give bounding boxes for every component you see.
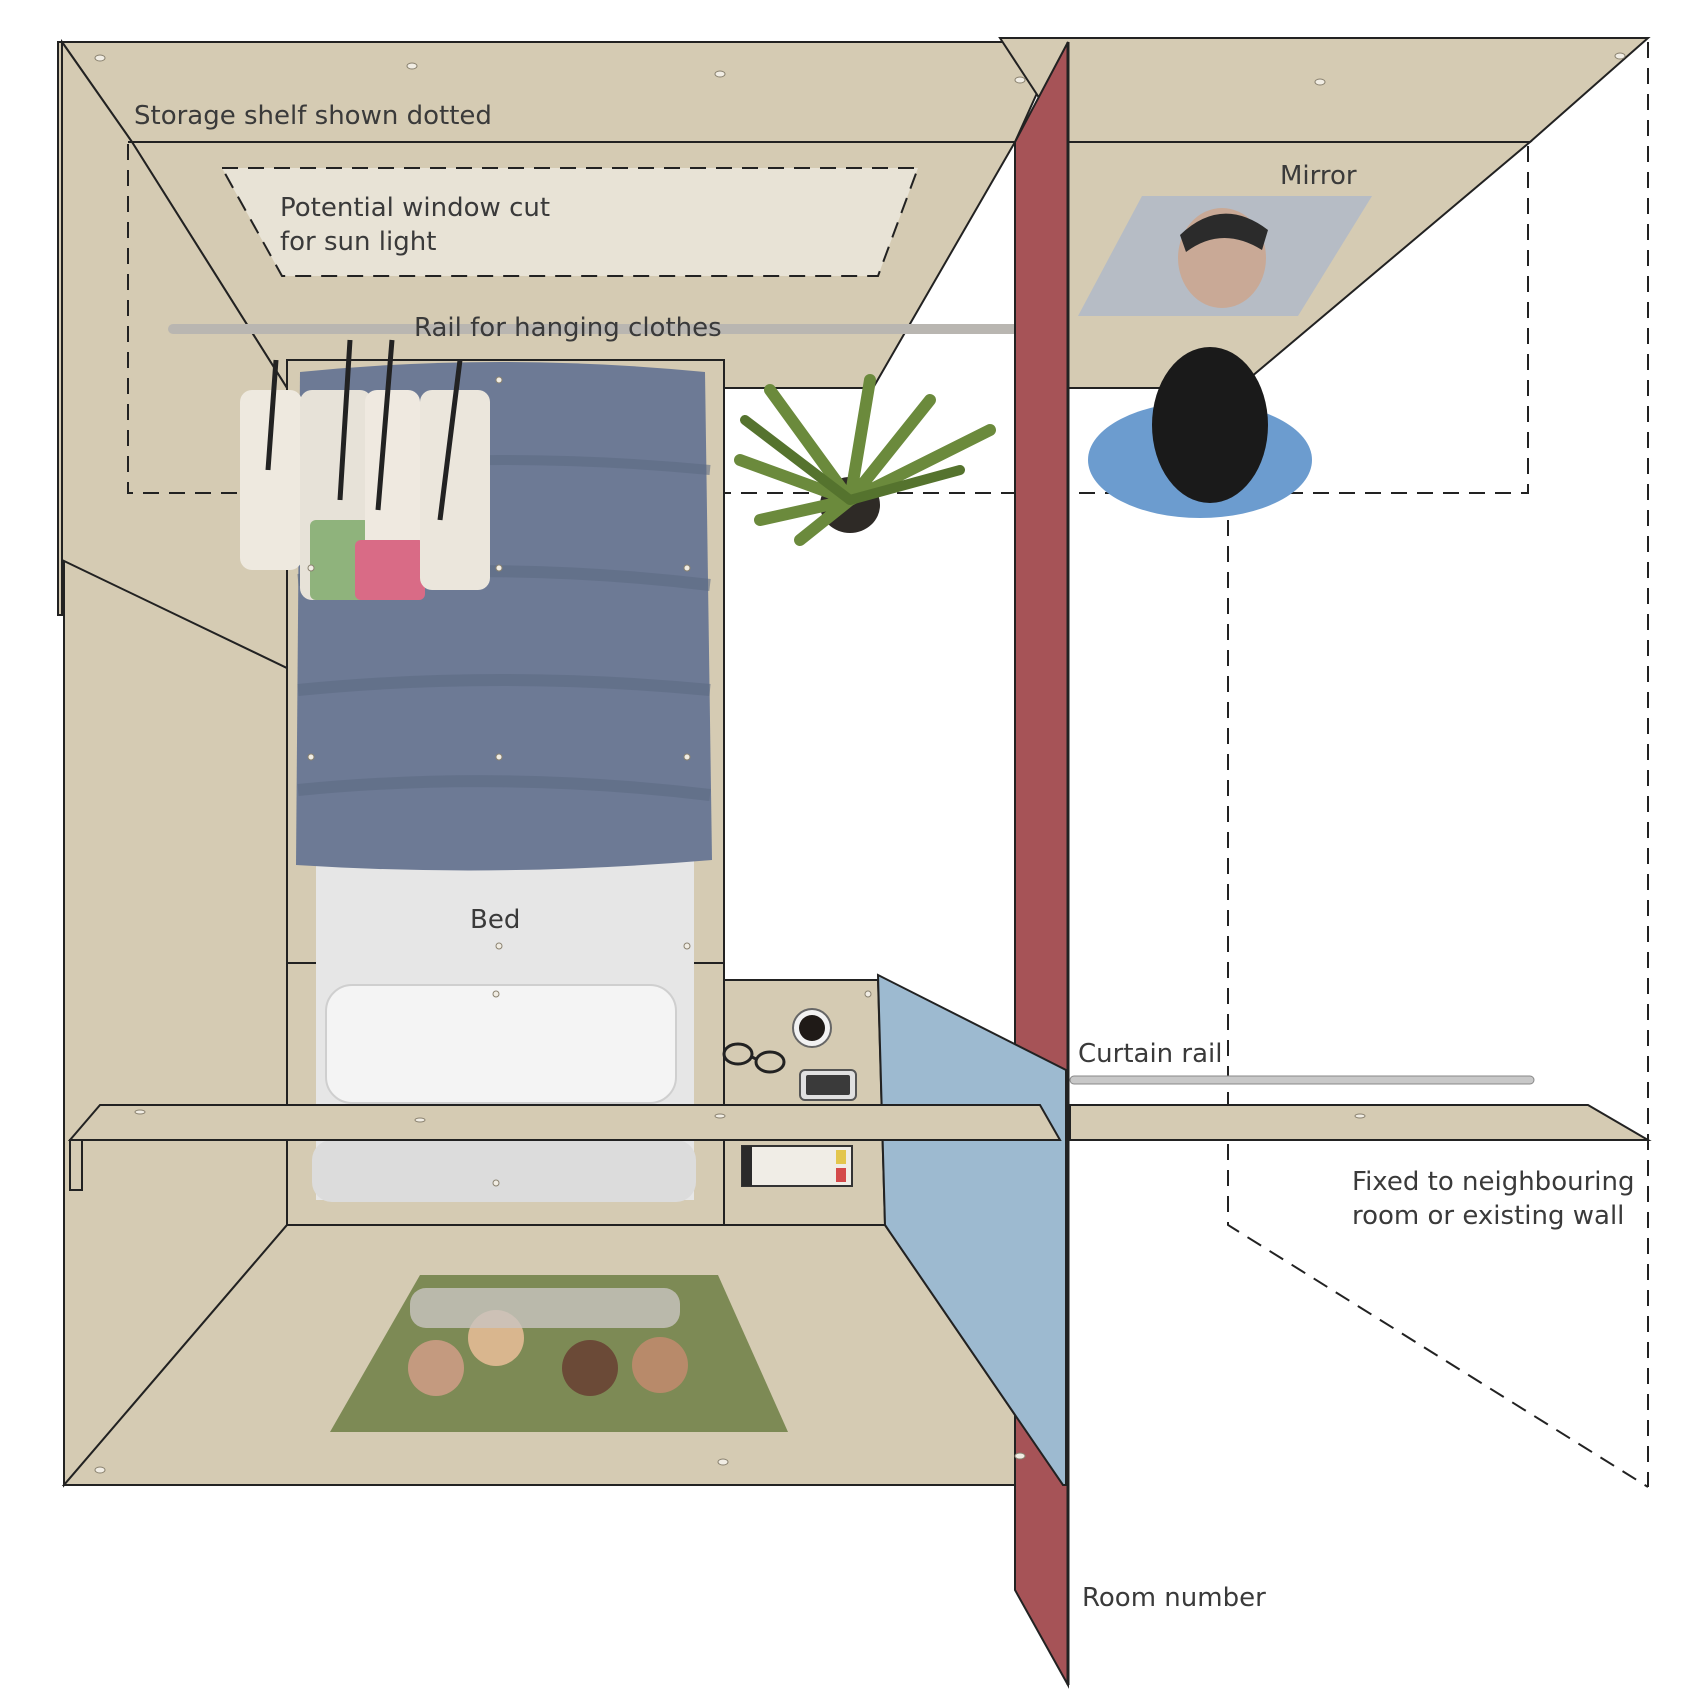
window-label-line1: Potential window cut (280, 193, 550, 223)
pillow-icon (312, 984, 696, 1202)
ledge-bracket (69, 1139, 83, 1191)
curtain-rail-label: Curtain rail (1078, 1039, 1223, 1069)
planner-icon (741, 1145, 853, 1187)
glasses-icon (722, 1042, 786, 1074)
family-photo-icon (330, 1275, 788, 1432)
window-cut (220, 167, 920, 277)
plant-icon (734, 374, 996, 546)
screw-holes (94, 52, 1626, 1474)
clothes-rail (168, 324, 1030, 334)
window-label-line2: for sun light (280, 227, 436, 257)
mirror-label: Mirror (1280, 161, 1357, 191)
fixed-label-line1: Fixed to neighbouring (1352, 1167, 1634, 1197)
ledge-board-left (67, 1104, 1062, 1141)
rail-label: Rail for hanging clothes (414, 313, 722, 343)
storage-shelf-label: Storage shelf shown dotted (134, 101, 492, 131)
ledge-board-right (1069, 1104, 1652, 1141)
curtain-rail-bar (1069, 1075, 1535, 1085)
blue-side-panel (876, 973, 1067, 1486)
person-icon (1088, 347, 1312, 518)
coffee-cup-icon (792, 1008, 832, 1048)
room-number-label: Room number (1082, 1583, 1266, 1613)
clothes-hangers-icon (240, 339, 490, 600)
bed-label: Bed (470, 905, 520, 935)
fixed-label-line2: room or existing wall (1352, 1201, 1624, 1231)
phone-icon (799, 1069, 857, 1101)
portrait-photo-icon (1078, 196, 1372, 316)
